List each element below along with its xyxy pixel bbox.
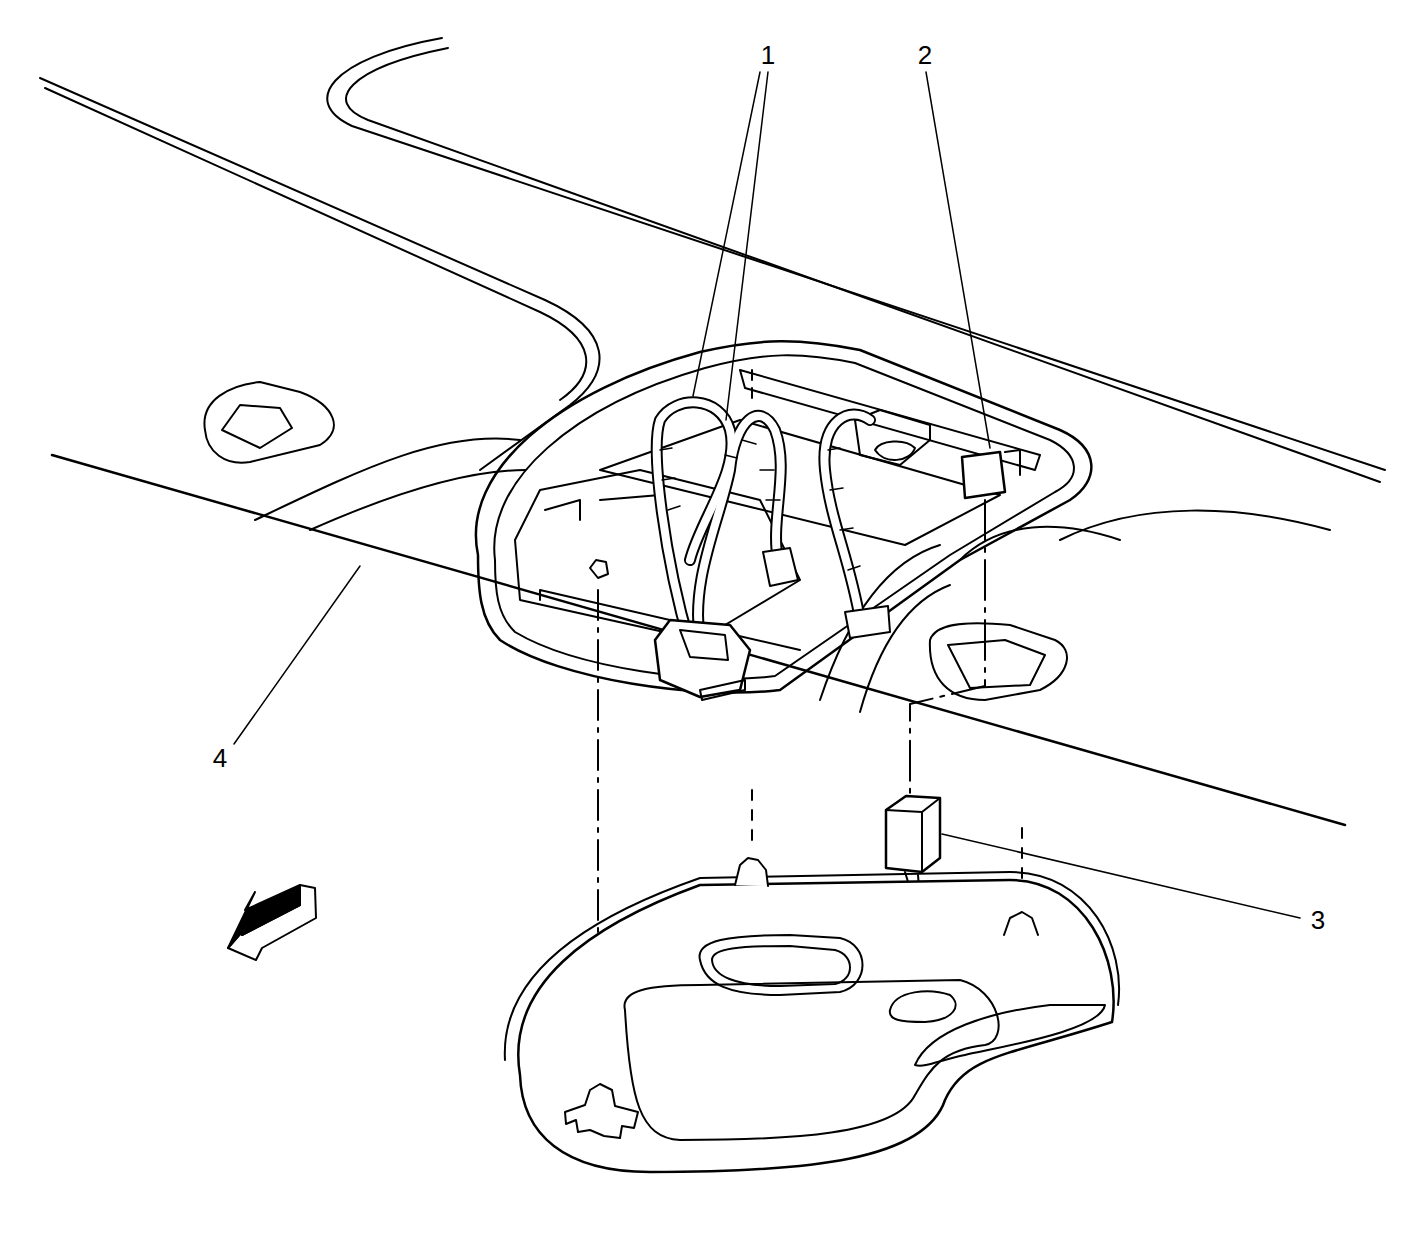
callout-number: 1 [759,41,777,69]
callout-number: 4 [211,744,229,772]
callout-number: 2 [916,41,934,69]
callout-number: 3 [1309,906,1327,934]
